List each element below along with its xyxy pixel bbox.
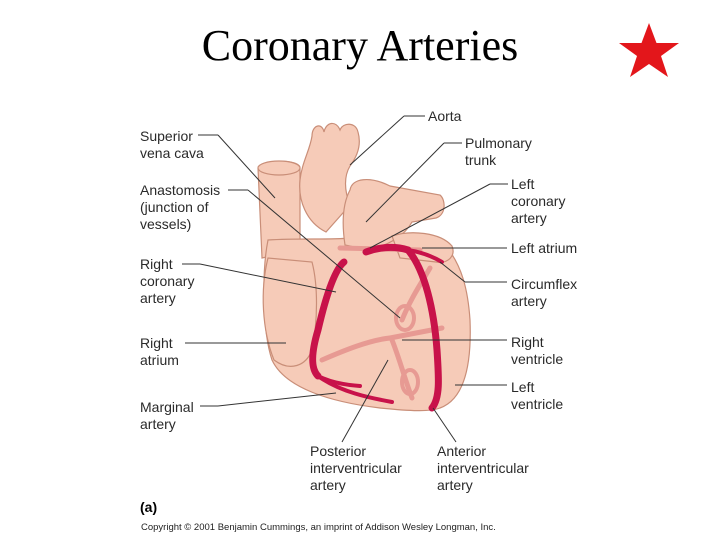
copyright-text: Copyright © 2001 Benjamin Cummings, an i…: [141, 522, 496, 533]
labels: Superior vena cava Anastomosis (junction…: [140, 108, 581, 533]
circumflex-vessel: [406, 248, 444, 264]
leader-lines: [182, 115, 508, 443]
label-posterior-interventricular-artery: Posterior interventricular artery: [310, 443, 406, 493]
pulmonary-trunk-shape: [342, 179, 445, 251]
right-coronary-artery-vessel: [309, 258, 348, 380]
anterior-interventricular-vessel: [404, 246, 442, 412]
label-anastomosis: Anastomosis (junction of vessels): [140, 182, 224, 232]
label-left-ventricle: Left ventricle: [511, 379, 563, 412]
posterior-interventricular-vessel: [316, 374, 362, 388]
label-circumflex-artery: Circumflex artery: [511, 276, 581, 309]
label-pulmonary-trunk: Pulmonary trunk: [465, 135, 536, 168]
star-icon: [619, 23, 679, 77]
label-marginal-artery: Marginal artery: [140, 399, 198, 432]
label-right-ventricle: Right ventricle: [511, 334, 563, 367]
coronary-arteries: [309, 244, 444, 412]
label-right-coronary-artery: Right coronary artery: [140, 256, 198, 306]
label-anterior-interventricular-artery: Anterior interventricular artery: [437, 443, 533, 493]
label-right-atrium: Right atrium: [140, 335, 179, 368]
label-superior-vena-cava: Superior vena cava: [140, 128, 204, 161]
label-left-atrium: Left atrium: [511, 240, 577, 256]
slide-title: Coronary Arteries: [201, 21, 519, 70]
right-atrium-shape: [262, 257, 318, 367]
label-aorta: Aorta: [428, 108, 462, 124]
anastomosis-loop: [394, 304, 416, 332]
vena-cava-opening: [257, 160, 301, 176]
label-left-coronary-artery: Left coronary artery: [511, 176, 569, 226]
panel-label: (a): [140, 499, 157, 515]
